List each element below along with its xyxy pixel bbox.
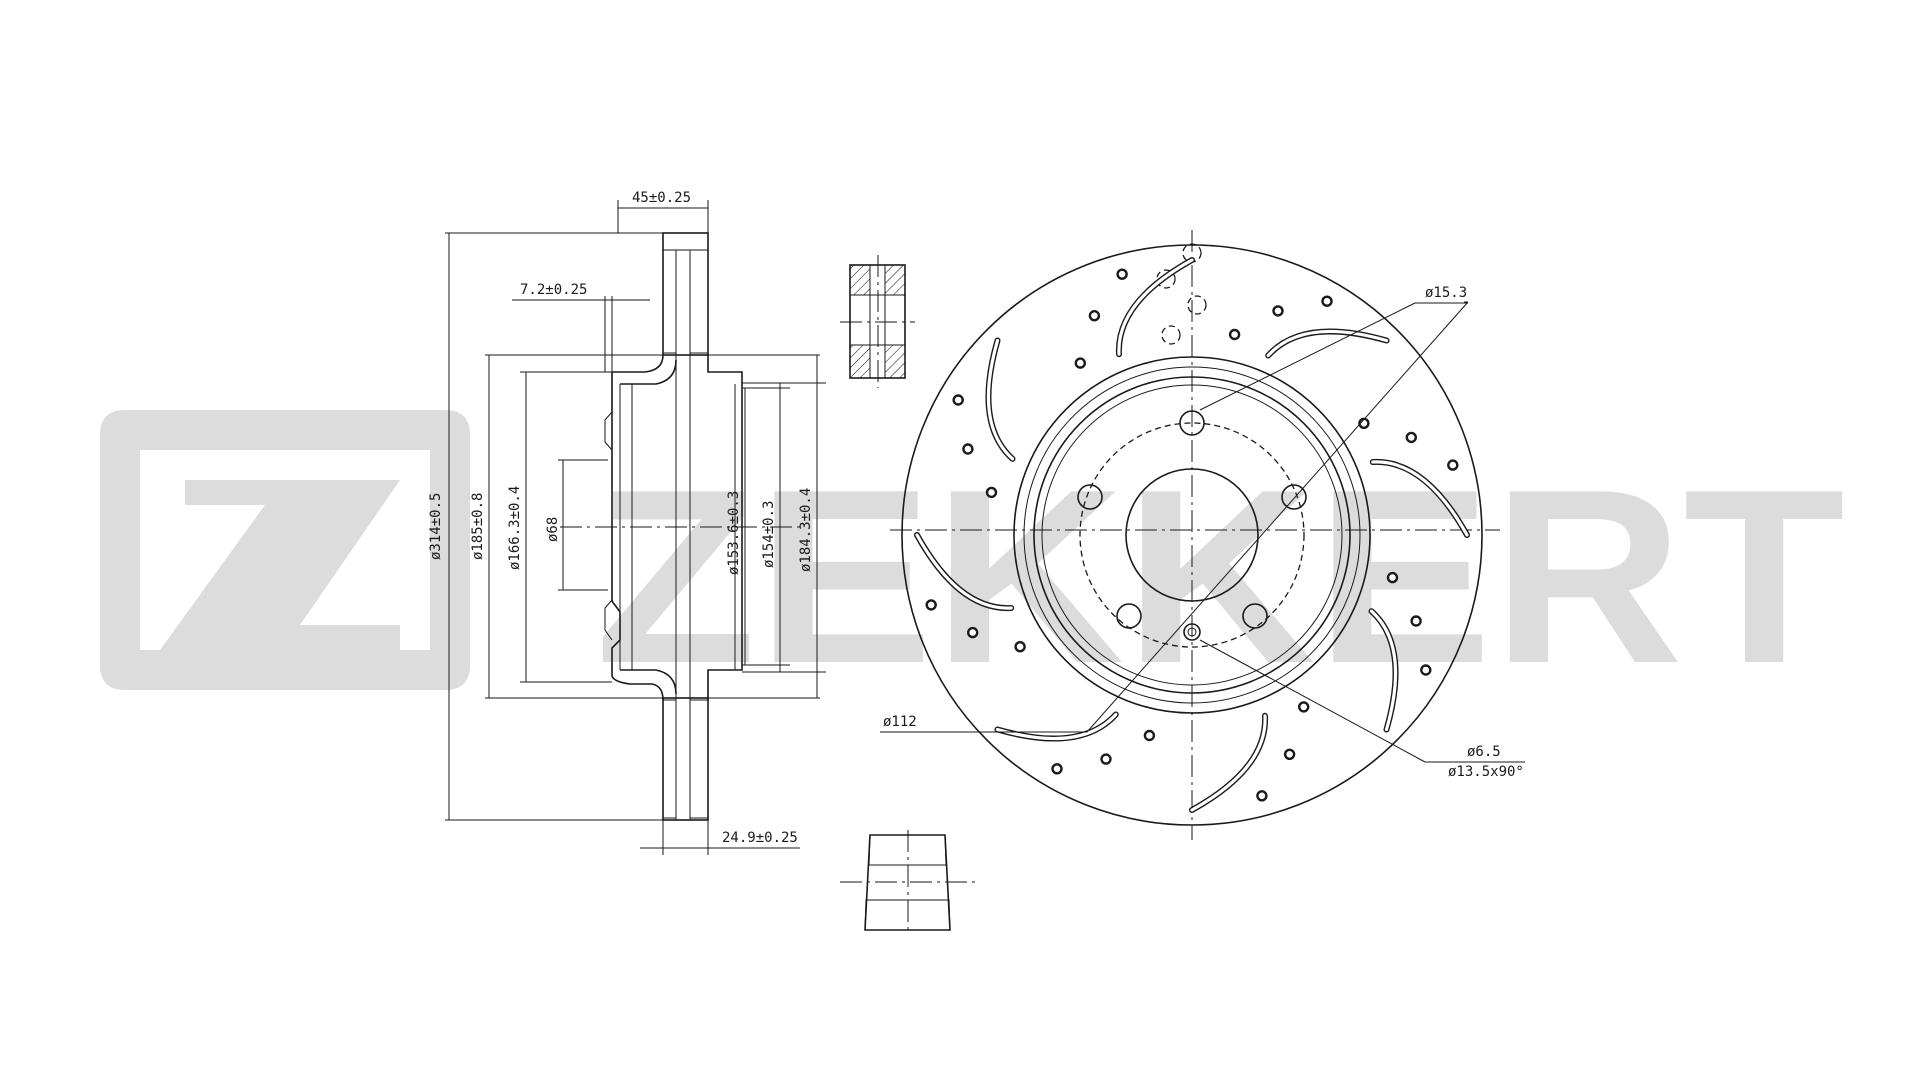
slot-inner [995, 712, 1118, 741]
drill-hole [1420, 664, 1432, 676]
chamfer-label: ø13.5x90° [1448, 764, 1524, 780]
drill-hole [962, 443, 974, 455]
lug-hole [1077, 484, 1103, 510]
slot [1189, 712, 1269, 813]
thickness-total-label: 45±0.25 [632, 190, 691, 206]
dia-185-label: ø185±0.8 [470, 493, 486, 560]
watermark-brand: ZEKKERT [595, 437, 1845, 715]
drill-hole [1272, 305, 1284, 317]
watermark-logo: ZEKKERT [100, 410, 1845, 715]
lug-hole [1281, 484, 1307, 510]
slot-inner [1190, 714, 1267, 812]
slot-inner [915, 533, 1013, 610]
friction-ring-bottom [662, 697, 709, 821]
drill-hole [925, 599, 937, 611]
slot-inner [1369, 609, 1398, 732]
friction-ring-top [662, 232, 709, 356]
drill-hole [1297, 701, 1310, 713]
slot [1115, 257, 1195, 358]
detail-bottom [840, 830, 975, 935]
drill-hole [952, 394, 964, 406]
small-hole-label: ø6.5 [1467, 744, 1501, 760]
small-hole [1183, 623, 1201, 641]
dia-166-label: ø166.3±0.4 [507, 486, 523, 570]
drill-hole [1447, 459, 1459, 471]
drill-hole [1014, 641, 1026, 653]
drill-hole [1228, 328, 1241, 341]
drill-hole [1386, 571, 1399, 584]
detail-top [840, 255, 915, 388]
drill-hole [985, 486, 998, 499]
dia-outer-label: ø314±0.5 [428, 493, 444, 560]
drill-hole [967, 626, 979, 639]
drill-hole [1074, 357, 1087, 369]
slot-inner [1266, 329, 1389, 358]
drill-hole [1100, 753, 1112, 765]
front-view [880, 230, 1525, 840]
drill-hole [1256, 790, 1268, 802]
disc-slots [914, 257, 1470, 813]
disc-drill-holes [925, 268, 1459, 802]
drill-hole [1143, 729, 1156, 742]
drill-hole [1405, 431, 1418, 444]
drill-hole [1051, 763, 1063, 775]
side-section-view [445, 200, 826, 855]
drill-hole [1116, 268, 1128, 280]
drill-hole [1283, 748, 1296, 760]
pcd-label: ø112 [883, 714, 917, 730]
dia-154-label: ø154±0.3 [761, 501, 777, 568]
disc-thickness-label: 24.9±0.25 [722, 830, 798, 846]
slot-inner [1117, 258, 1194, 356]
hat-wall-label: 7.2±0.25 [520, 282, 587, 298]
dia-bore-label: ø68 [545, 517, 561, 542]
dia-153-label: ø153.6±0.3 [726, 491, 742, 575]
lug-hole [1116, 603, 1142, 629]
drill-hole [1410, 615, 1422, 627]
slot-inner [1371, 460, 1469, 537]
drill-hole [1088, 310, 1101, 322]
slot-inner [986, 338, 1015, 461]
lug-hole [1179, 410, 1205, 436]
lug-hole [1242, 603, 1268, 629]
hole-dia-label: ø15.3 [1425, 285, 1467, 301]
dia-184-label: ø184.3±0.4 [798, 488, 814, 572]
drill-hole [1321, 295, 1333, 307]
